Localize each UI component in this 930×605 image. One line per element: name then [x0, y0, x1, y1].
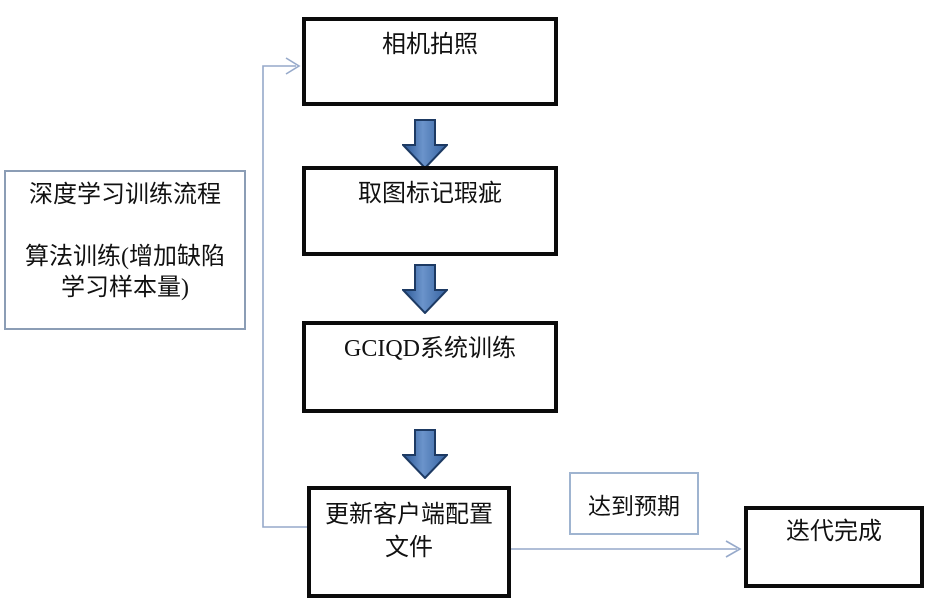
- step-box-system-training: GCIQD系统训练: [302, 321, 558, 413]
- note-line-2: 算法训练(增加缺陷: [25, 244, 225, 270]
- note-box: 深度学习训练流程 算法训练(增加缺陷 学习样本量): [4, 170, 246, 330]
- step-label: 取图标记瑕疵: [358, 181, 502, 207]
- condition-label: 达到预期: [588, 493, 680, 519]
- step-label-line-2: 文件: [385, 535, 433, 561]
- result-connector-line: [511, 540, 742, 558]
- step-label: 相机拍照: [382, 32, 478, 58]
- step-label: GCIQD系统训练: [344, 336, 516, 362]
- note-line-3: 学习样本量): [61, 275, 189, 301]
- step-box-mark-defects: 取图标记瑕疵: [302, 166, 558, 256]
- end-label: 迭代完成: [786, 519, 882, 545]
- down-arrow-icon: [402, 264, 448, 314]
- down-arrow-icon: [402, 429, 448, 479]
- step-label-line-1: 更新客户端配置: [325, 502, 493, 528]
- note-spacer: [6, 211, 244, 242]
- step-box-update-config: 更新客户端配置 文件: [307, 486, 511, 598]
- end-box-iteration-complete: 迭代完成: [744, 506, 924, 588]
- down-arrow-icon: [402, 119, 448, 169]
- loop-connector-line: [262, 57, 307, 528]
- note-line-1: 深度学习训练流程: [29, 182, 221, 208]
- step-box-camera: 相机拍照: [302, 17, 558, 106]
- condition-label-box: 达到预期: [569, 472, 699, 535]
